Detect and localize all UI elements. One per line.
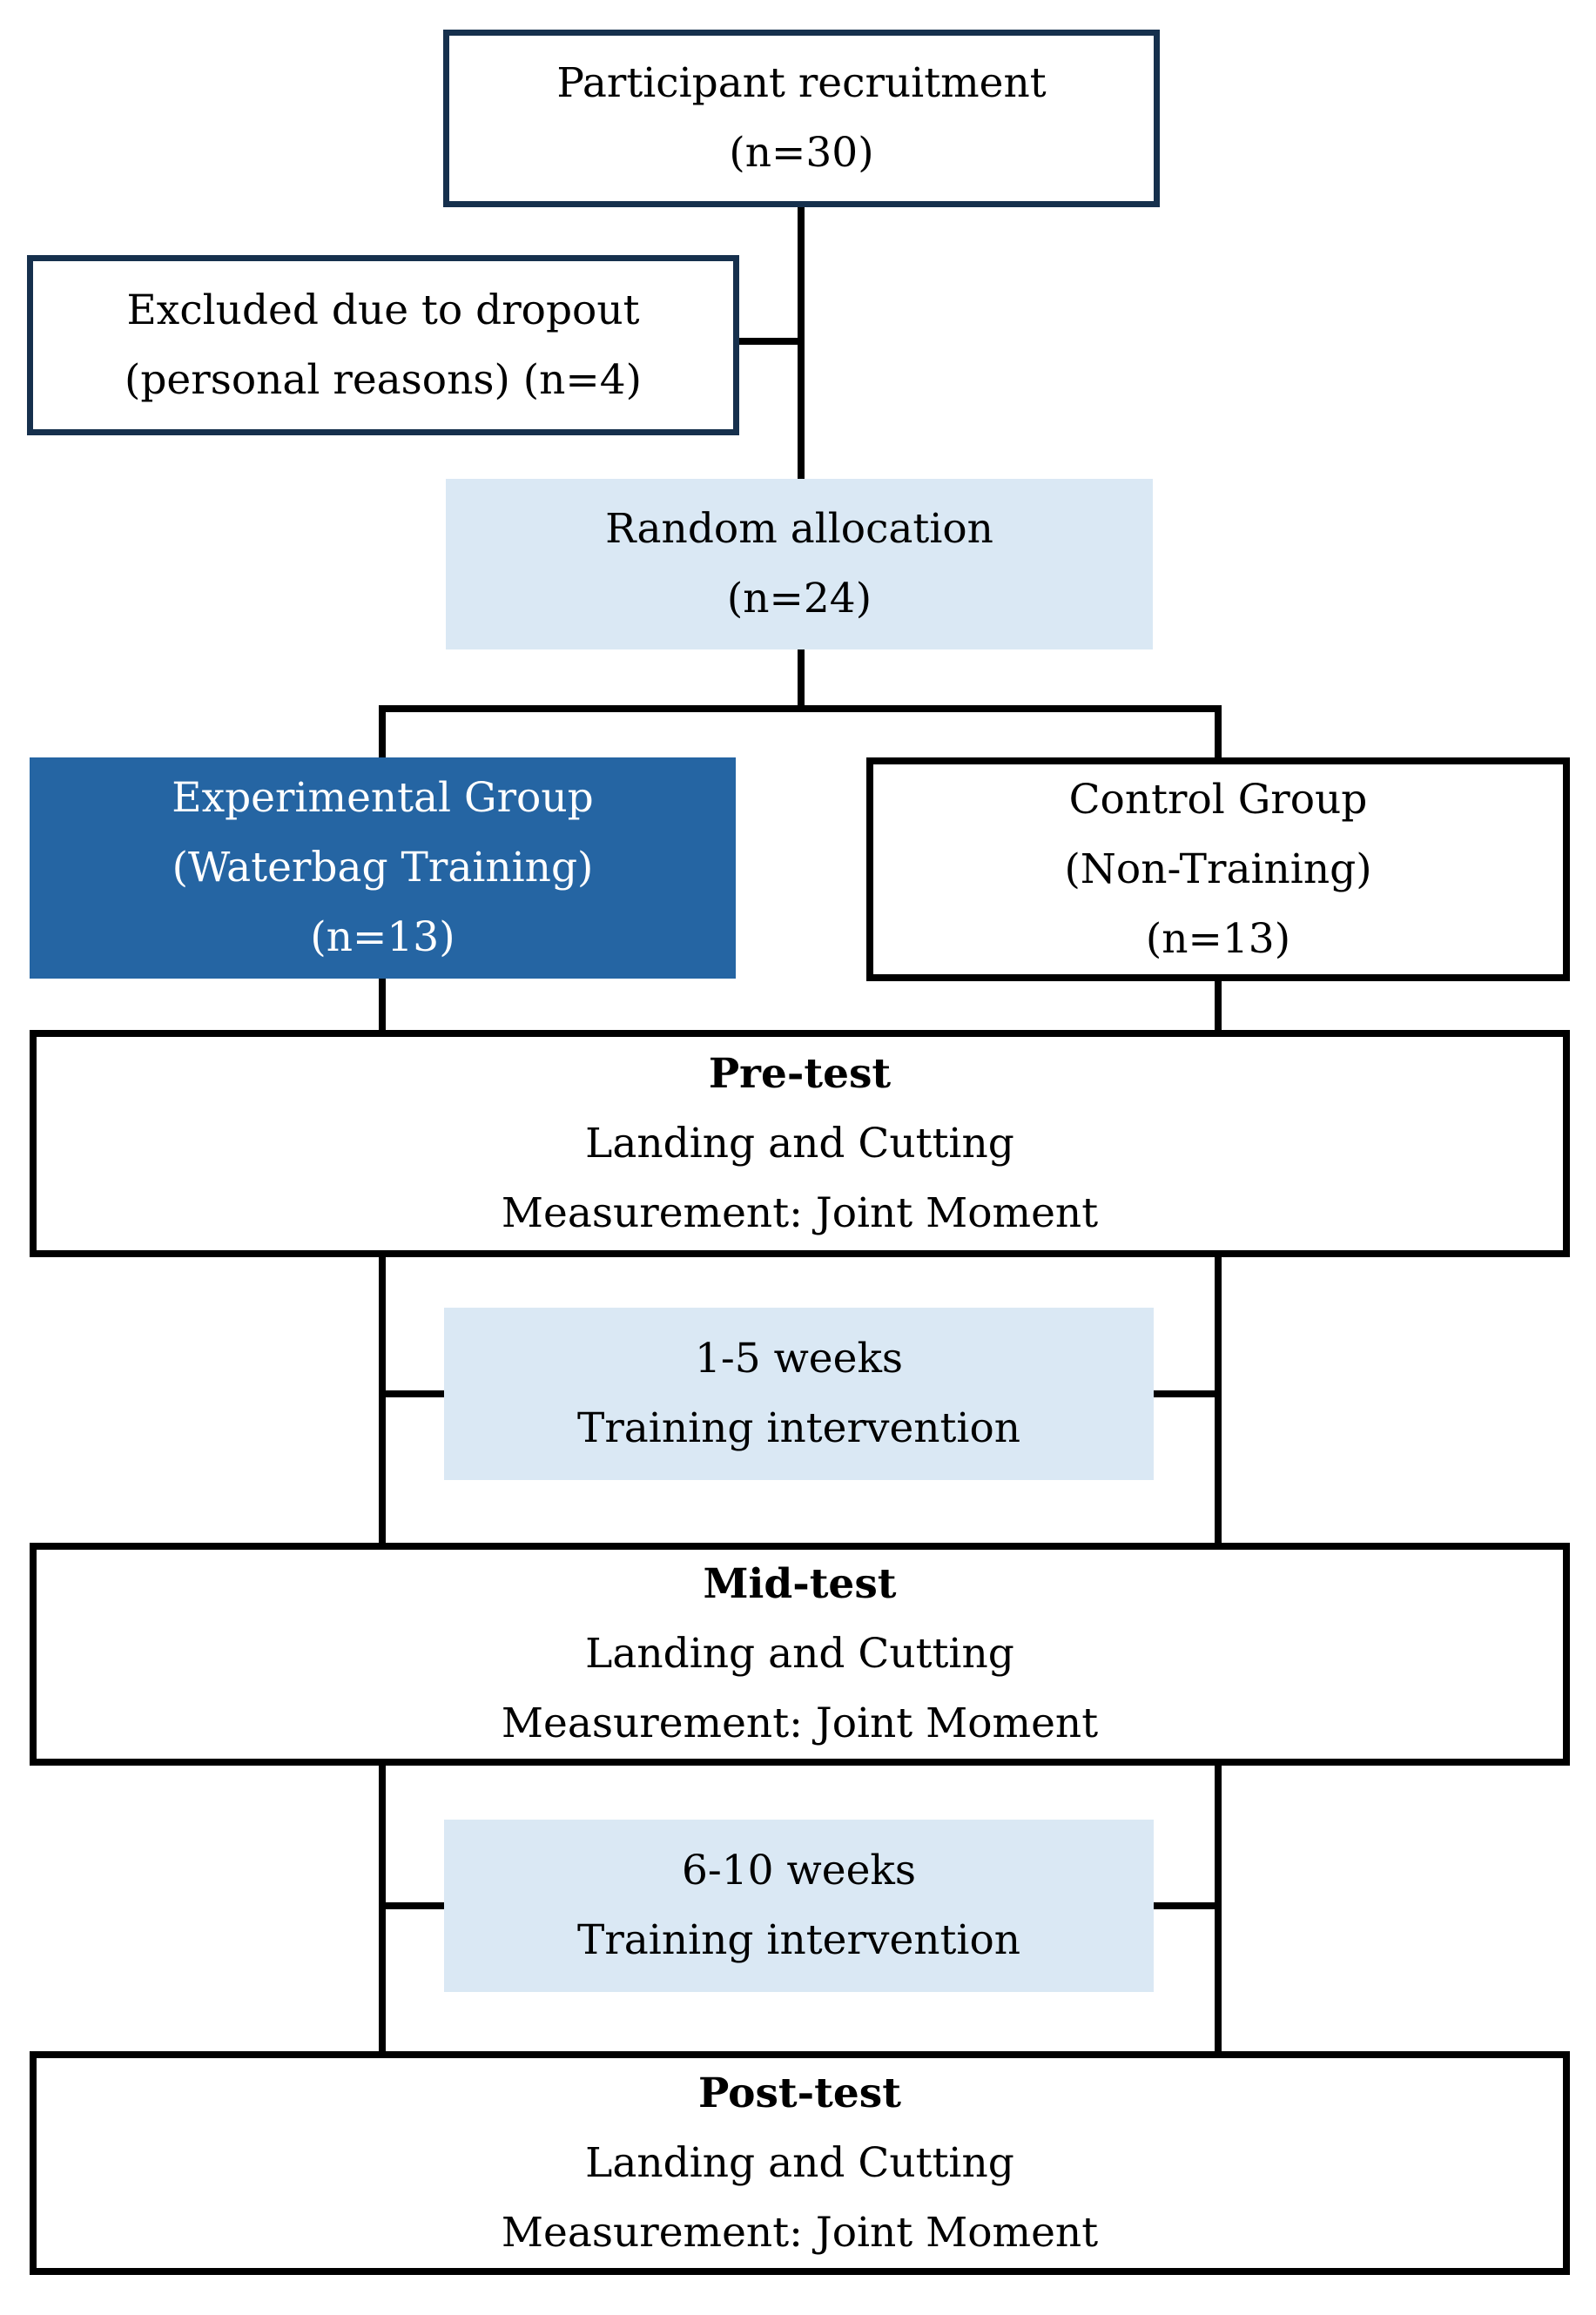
post-test-line-2: Landing and Cutting <box>585 2138 1014 2187</box>
box-post-test: Post-test Landing and Cutting Measuremen… <box>30 2051 1570 2275</box>
post-test-line-3: Measurement: Joint Moment <box>501 2208 1099 2257</box>
experimental-group-line-1: Experimental Group <box>172 774 594 822</box>
connector-split-left-down <box>379 705 386 757</box>
connector-split-right-down <box>1215 705 1222 757</box>
connector-excluded-branch <box>739 338 801 345</box>
recruitment-line-2: (n=30) <box>729 129 874 177</box>
pre-test-line-2: Landing and Cutting <box>585 1119 1014 1168</box>
box-random-allocation: Random allocation (n=24) <box>446 479 1153 649</box>
weeks-1-5-line-1: 1-5 weeks <box>694 1335 904 1383</box>
random-allocation-line-2: (n=24) <box>726 575 872 622</box>
connector-recruitment-down <box>798 207 805 479</box>
stub-right-weeks-1-5 <box>1154 1390 1222 1397</box>
random-allocation-line-1: Random allocation <box>605 505 993 553</box>
mid-test-line-3: Measurement: Joint Moment <box>501 1699 1099 1747</box>
mid-test-line-2: Landing and Cutting <box>585 1630 1014 1678</box>
stub-left-weeks-6-10 <box>386 1902 444 1909</box>
box-experimental-group: Experimental Group (Waterbag Training) (… <box>30 757 736 979</box>
box-participant-recruitment: Participant recruitment (n=30) <box>443 30 1160 207</box>
box-control-group: Control Group (Non-Training) (n=13) <box>866 757 1570 981</box>
box-weeks-1-5-intervention: 1-5 weeks Training intervention <box>444 1308 1154 1480</box>
post-test-title: Post-test <box>698 2069 901 2117</box>
weeks-1-5-line-2: Training intervention <box>576 1404 1021 1452</box>
pre-test-line-3: Measurement: Joint Moment <box>501 1188 1099 1237</box>
box-mid-test: Mid-test Landing and Cutting Measurement… <box>30 1543 1570 1766</box>
rail-left-pretest-to-midtest <box>379 1257 386 1543</box>
weeks-6-10-line-1: 6-10 weeks <box>682 1847 916 1894</box>
experimental-group-line-3: (n=13) <box>310 913 455 961</box>
mid-test-title: Mid-test <box>703 1560 897 1608</box>
weeks-6-10-line-2: Training intervention <box>576 1916 1021 1964</box>
connector-split-horizontal <box>379 705 1222 712</box>
experimental-group-line-2: (Waterbag Training) <box>172 844 594 892</box>
connector-experimental-to-pretest <box>379 979 386 1030</box>
box-pre-test: Pre-test Landing and Cutting Measurement… <box>30 1030 1570 1257</box>
box-excluded-dropout: Excluded due to dropout (personal reason… <box>27 255 739 435</box>
pre-test-title: Pre-test <box>708 1049 892 1098</box>
control-group-line-3: (n=13) <box>1145 914 1291 963</box>
box-weeks-6-10-intervention: 6-10 weeks Training intervention <box>444 1820 1154 1992</box>
stub-right-weeks-6-10 <box>1154 1902 1222 1909</box>
rail-left-midtest-to-posttest <box>379 1766 386 2051</box>
control-group-line-2: (Non-Training) <box>1064 845 1372 893</box>
connector-control-to-pretest <box>1215 979 1222 1030</box>
excluded-line-2: (personal reasons) (n=4) <box>125 355 642 404</box>
stub-left-weeks-1-5 <box>386 1390 444 1397</box>
excluded-line-1: Excluded due to dropout <box>126 286 640 334</box>
recruitment-line-1: Participant recruitment <box>556 59 1047 107</box>
rail-right-pretest-to-midtest <box>1215 1257 1222 1543</box>
control-group-line-1: Control Group <box>1068 775 1368 824</box>
connector-random-down <box>798 649 805 712</box>
